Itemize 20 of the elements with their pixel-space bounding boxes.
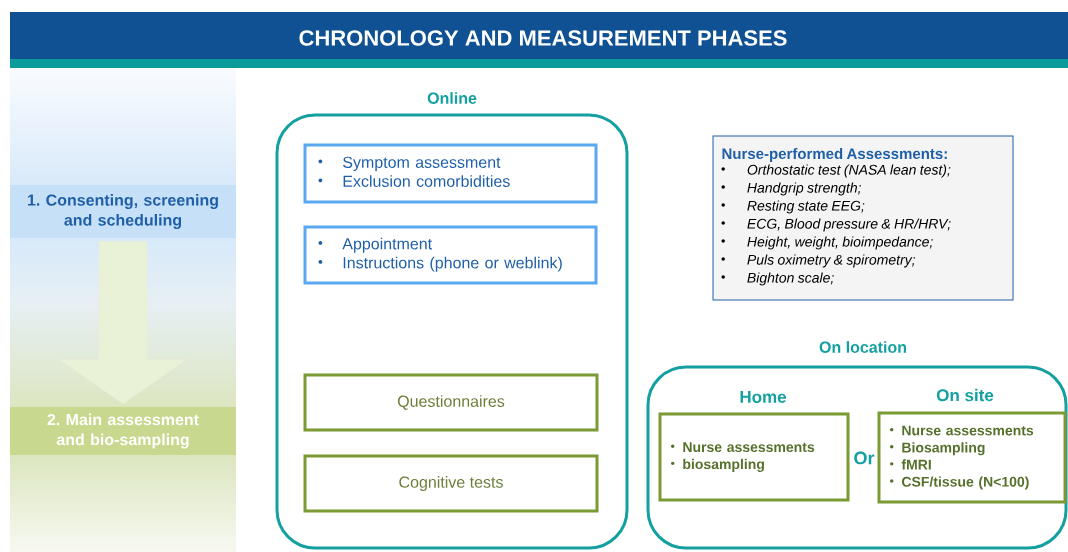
node-label: Biosampling — [902, 442, 985, 456]
bullet-box: Symptom assessment Exclusion comorbidities — [303, 143, 598, 204]
assessment-list-box: Nurse-performed Assessments: Orthostatic test (NASA lean test); Handgrip strength; Resting state EEG; ECG, Blood pressure & HR/HRV; Height, weight, bioimpedance; Puls oximetry & spirometry; Bighton scale; — [712, 135, 1014, 301]
option-box: Nurse assessments biosampling — [658, 412, 850, 502]
option-heading: On site — [936, 388, 994, 402]
task-box: Cognitive tests — [303, 454, 599, 513]
task-box: Questionnaires — [303, 373, 599, 432]
title: CHRONOLOGY AND MEASUREMENT PHASES — [299, 30, 787, 46]
connector-word: Or — [854, 451, 875, 465]
node-label: Nurse assessments — [902, 425, 1034, 436]
phase-band: 2. Main assessment and bio-sampling — [10, 407, 236, 455]
option-box: Nurse assessments Biosampling fMRI CSF/tissue (N<100) — [877, 411, 1067, 504]
node-label: fMRI — [901, 459, 931, 470]
arrow — [59, 241, 187, 404]
node-label: CSF/tissue (N<100) — [901, 476, 1029, 490]
panel-heading: On location — [819, 341, 906, 353]
panel-heading: Online — [427, 92, 477, 104]
bullet-box: Appointment Instructions (phone or weblink) — [303, 225, 598, 285]
phase-band: 1. Consenting, screening and scheduling — [10, 185, 236, 238]
option-heading: Home — [740, 391, 787, 403]
